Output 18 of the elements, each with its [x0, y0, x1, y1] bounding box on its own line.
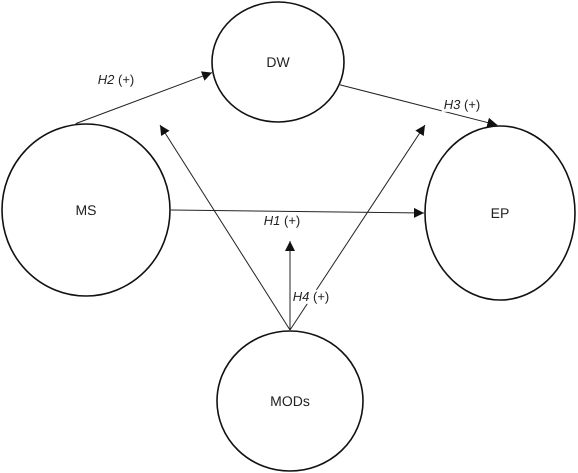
arrow [290, 124, 426, 330]
construct-ellipse [424, 125, 576, 301]
arrow [75, 71, 213, 124]
node-label: EP [490, 205, 510, 221]
construct-ellipse [216, 330, 364, 472]
node-label: MS [76, 202, 96, 218]
edge-label: H4 (+) [290, 290, 332, 304]
arrow [170, 208, 424, 218]
construct-ellipse [1, 123, 171, 297]
arrow [340, 84, 498, 128]
arrow [160, 124, 290, 330]
construct-ellipse [211, 1, 345, 123]
edge-label: H2 (+) [96, 72, 136, 88]
arrow [285, 240, 295, 330]
edge-label: H3 (+) [442, 98, 482, 112]
edge-label: H1 (+) [262, 214, 302, 228]
node-label: DW [266, 54, 290, 70]
node-label: MODs [270, 393, 310, 409]
